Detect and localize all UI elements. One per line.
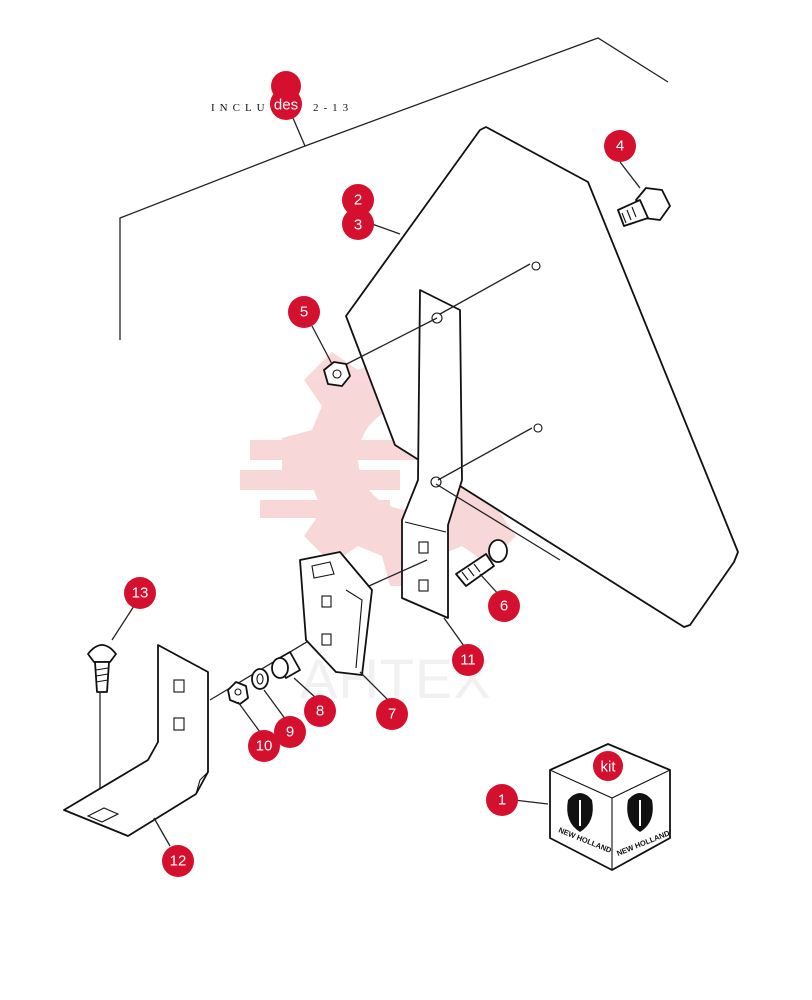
callout-9-label: 9 (286, 724, 294, 741)
includes-bracket (119, 37, 669, 340)
triangle-panel (345, 126, 739, 628)
callout-2-label: 2 (354, 192, 362, 209)
lock-washer (251, 668, 269, 690)
callout-13-label: 13 (132, 585, 149, 602)
new-holland-leaf-icon (627, 793, 653, 832)
callout-10-label: 10 (256, 738, 273, 755)
callout-8-label: 8 (316, 703, 324, 720)
callout-13[interactable]: 13 (124, 577, 156, 609)
callout-6-label: 6 (500, 598, 508, 615)
hex-bolt (617, 187, 671, 227)
l-bracket (63, 644, 209, 837)
callout-4-label: 4 (616, 138, 624, 155)
callout-3-label: 3 (354, 217, 362, 234)
callout-12-label: 12 (170, 853, 187, 870)
callout-11-label: 11 (460, 652, 476, 669)
callout-4[interactable]: 4 (604, 130, 636, 162)
kit-box: NEW HOLLAND NEW HOLLAND kit (549, 743, 671, 871)
spacer (271, 651, 301, 679)
channel-guide (299, 551, 373, 676)
small-nut (227, 681, 249, 705)
includes-note: INCLU 2-13 des (211, 71, 353, 120)
kit-badge[interactable]: kit (593, 751, 623, 781)
mounting-strap (401, 289, 463, 619)
carriage-bolt-long (87, 644, 117, 693)
callout-6[interactable]: 6 (488, 590, 520, 622)
callout-5[interactable]: 5 (288, 296, 320, 328)
hex-nut (323, 361, 351, 387)
leader-lines (111, 161, 641, 847)
callout-1-label: 1 (498, 792, 506, 809)
includes-badge[interactable]: des (270, 71, 302, 120)
kit-badge-label: kit (601, 759, 617, 776)
callout-11[interactable]: 11 (452, 644, 484, 676)
callout-12[interactable]: 12 (162, 845, 194, 877)
callout-1[interactable]: 1 (486, 784, 518, 816)
carriage-bolt (455, 539, 508, 587)
callout-5-label: 5 (300, 304, 308, 321)
callout-8[interactable]: 8 (304, 695, 336, 727)
new-holland-leaf-icon (567, 793, 593, 832)
includes-badge-label: des (274, 97, 298, 114)
callout-2[interactable]: 2 (342, 184, 374, 216)
callout-7-label: 7 (388, 706, 396, 723)
includes-note-prefix: INCLU (211, 102, 270, 114)
callout-7[interactable]: 7 (376, 698, 408, 730)
includes-note-suffix: 2-13 (313, 102, 353, 114)
callout-9[interactable]: 9 (274, 716, 306, 748)
callout-10[interactable]: 10 (248, 730, 280, 762)
callout-3[interactable]: 3 (342, 208, 374, 240)
